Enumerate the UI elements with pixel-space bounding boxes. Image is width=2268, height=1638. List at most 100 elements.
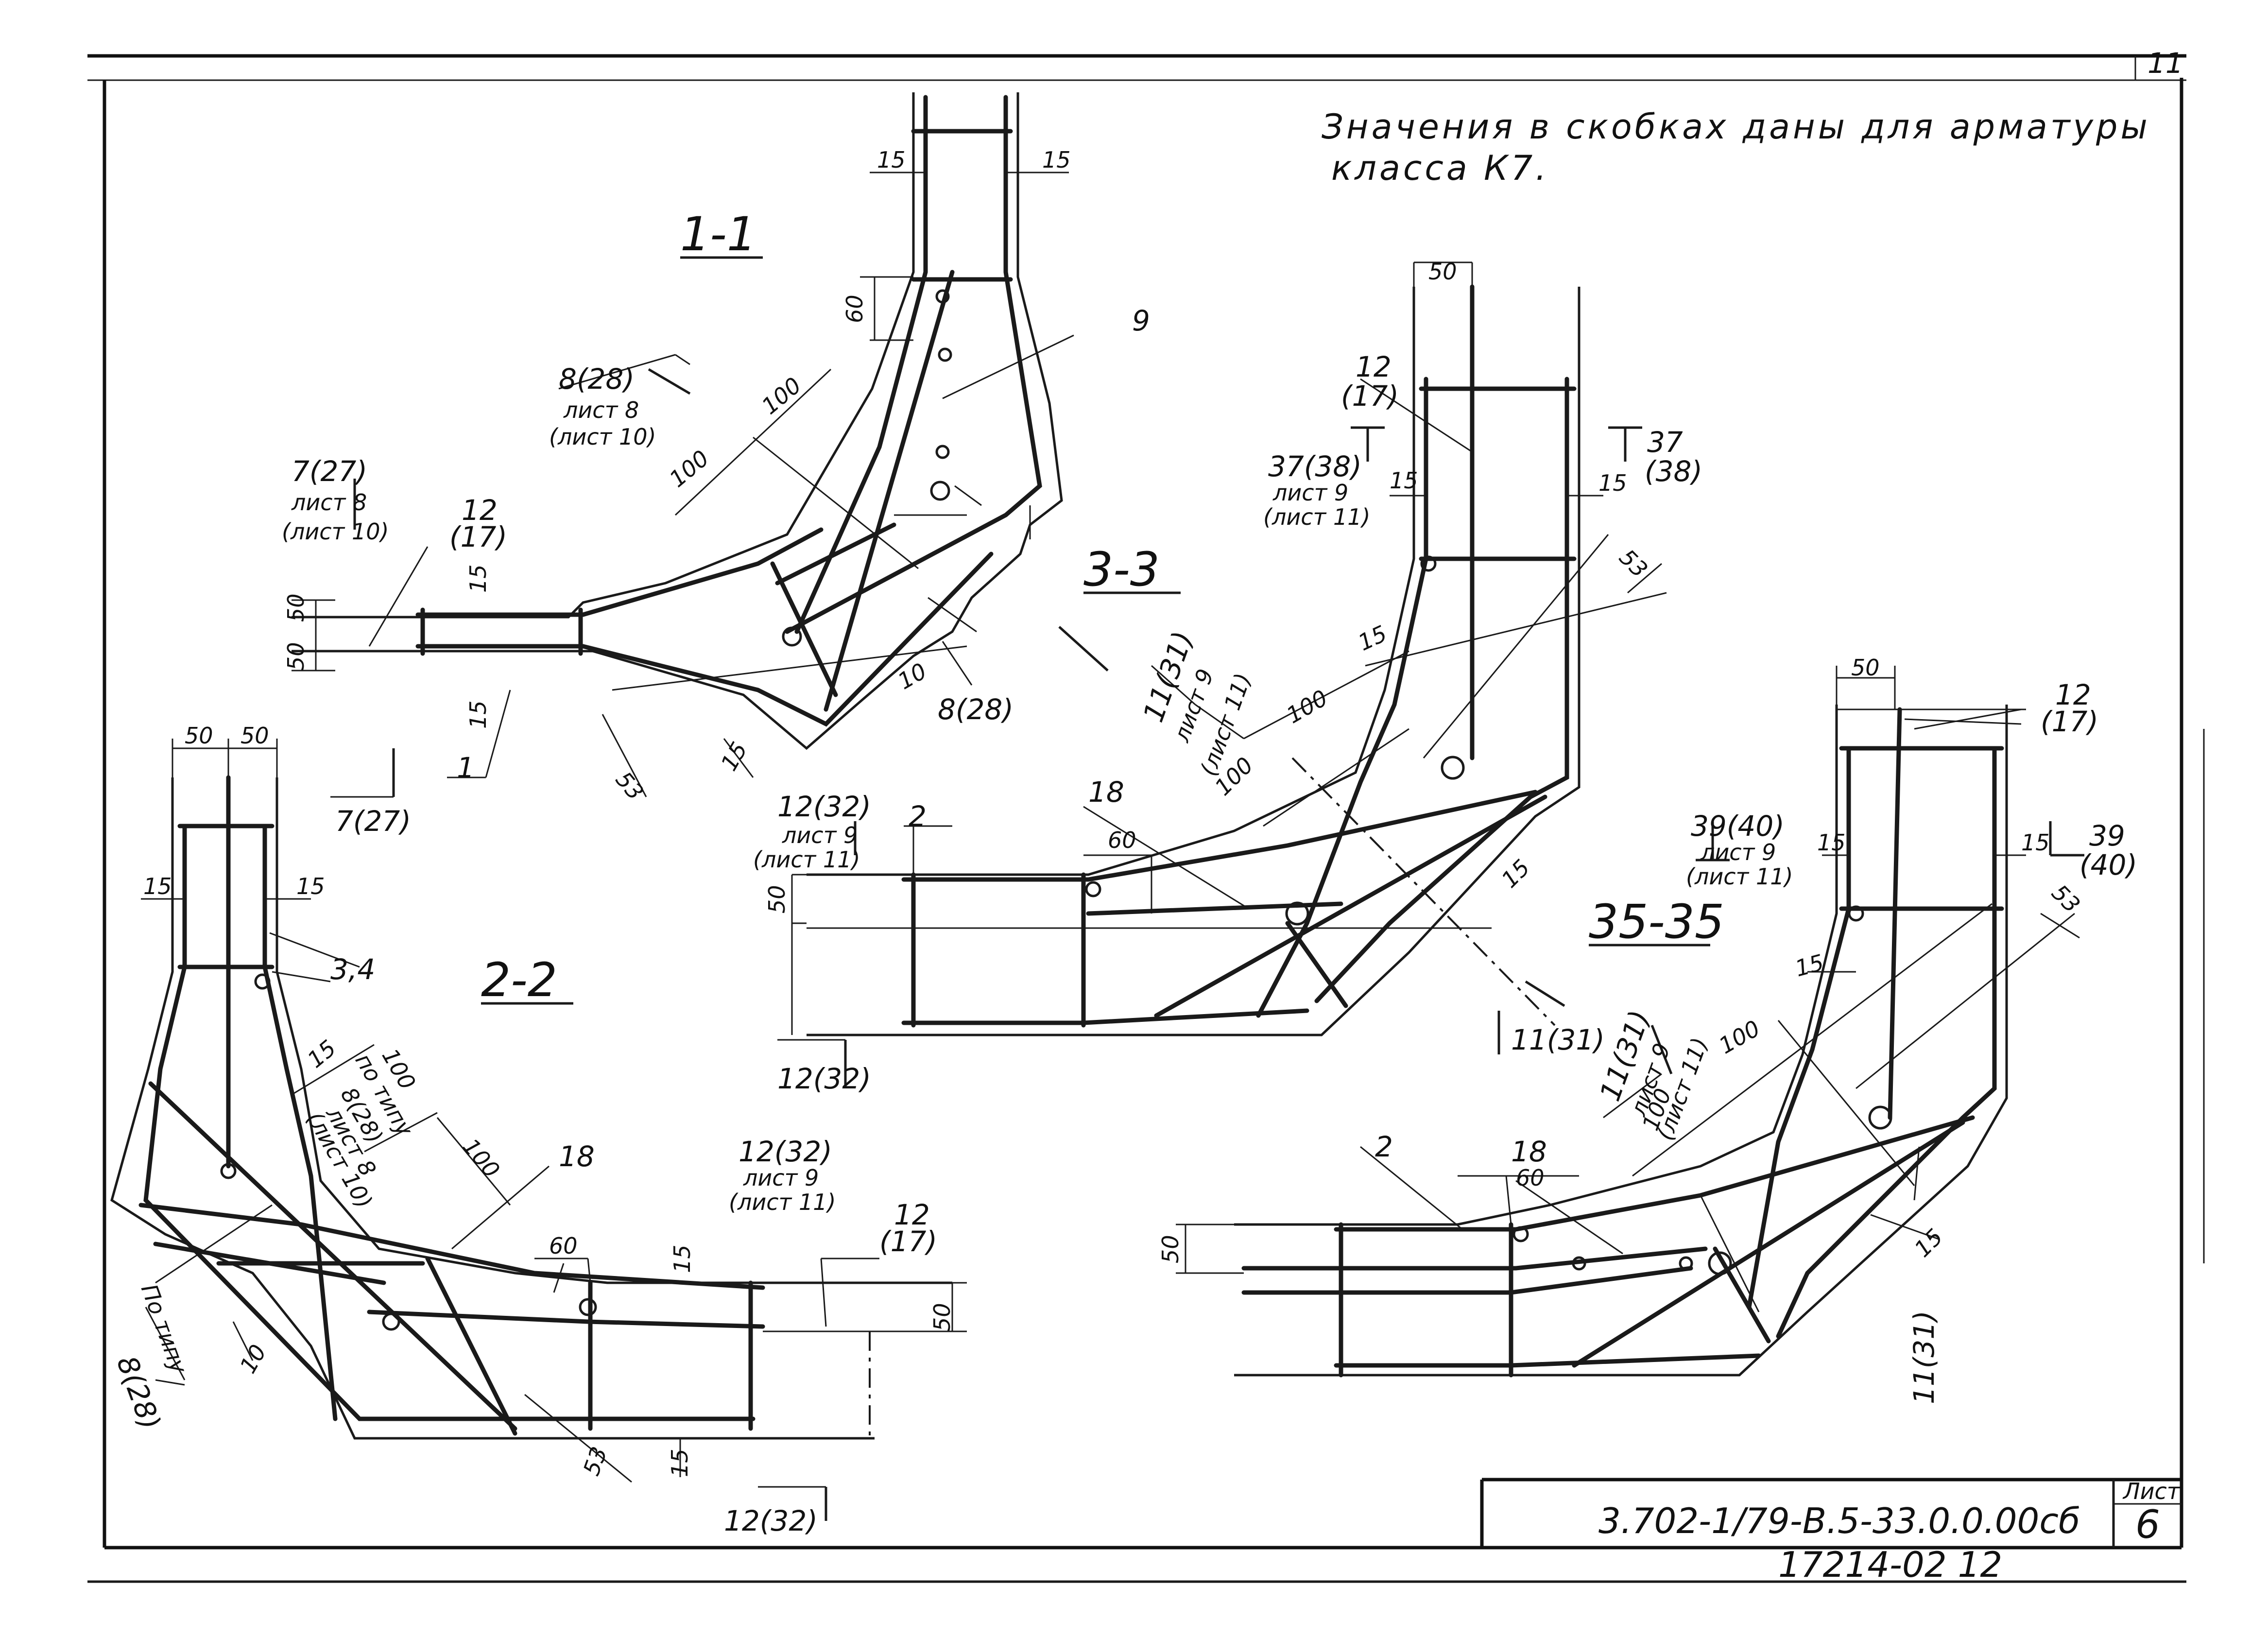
label-1: 1 [457, 751, 475, 784]
dim-15-m: 15 [669, 1244, 695, 1273]
dim-60-d: 60 [1516, 1165, 1545, 1191]
dim-50-a: 50 [283, 593, 309, 622]
dim-15-d: 15 [465, 700, 491, 729]
dim-50-f: 50 [241, 723, 269, 749]
dim-50-b: 50 [283, 642, 309, 671]
dim-50-g: 50 [929, 1303, 955, 1331]
callout-list11-e: (лист 11) [1686, 863, 1793, 890]
callout-17-a: (17) [449, 520, 507, 553]
dim-15-r: 15 [1909, 1224, 1948, 1262]
callout-39: 39 [2089, 819, 2125, 852]
section-title-2-2: 2-2 [481, 953, 557, 1007]
label-9: 9 [1132, 304, 1150, 337]
dim-15-n: 15 [667, 1448, 693, 1477]
dim-50-e: 50 [185, 723, 213, 749]
title-sheet-label: Лист [2122, 1478, 2181, 1504]
dim-15-a: 15 [877, 147, 906, 173]
callout-12-32-a: 12(32) [777, 790, 871, 823]
callout-list10-a: (лист 10) [549, 424, 656, 450]
dim-60-a: 60 [842, 294, 868, 323]
callout-11-31-d: 11(31) [1907, 1310, 1941, 1404]
note-line-1: Значения в скобках даны для арматуры [1322, 107, 2150, 147]
label-2-b: 2 [1375, 1130, 1393, 1163]
dim-15-l: 15 [302, 1035, 341, 1073]
label-18-a: 18 [1088, 776, 1124, 809]
dim-53-c: 53 [578, 1443, 613, 1479]
callout-37-38: 37(38) [1268, 450, 1362, 483]
section-title-1-1: 1-1 [680, 207, 756, 261]
callout-8-28-b: 8(28) [938, 693, 1014, 726]
callout-12-32-b: 12(32) [777, 1062, 871, 1095]
callout-11-31-b: 11(31) [1511, 1023, 1605, 1056]
dim-15-f: 15 [1390, 467, 1418, 494]
section-3-3 [777, 261, 1667, 1088]
dim-53-d: 53 [2046, 879, 2085, 918]
dim-60-c: 60 [549, 1233, 578, 1259]
callout-17-d: (17) [2041, 705, 2098, 738]
label-2-a: 2 [909, 800, 927, 833]
callout-12-a: 12 [462, 494, 498, 527]
callout-list9-a: лист 9 [1272, 480, 1348, 506]
dim-50-h: 50 [1851, 655, 1880, 681]
dim-15-c: 15 [465, 564, 491, 593]
callout-38: (38) [1645, 455, 1702, 488]
callout-12-c: 12 [894, 1198, 930, 1231]
callout-37: 37 [1647, 426, 1683, 459]
label-18-c: 18 [1511, 1135, 1547, 1168]
callout-12-32-c: 12(32) [739, 1135, 832, 1168]
callout-8-28-d: 8(28) [110, 1352, 167, 1434]
dim-15-h: 15 [1354, 620, 1391, 656]
dim-100-c: 100 [1282, 685, 1332, 729]
section-2-2 [110, 739, 967, 1521]
callout-list9-c: лист 9 [782, 822, 858, 848]
dim-15-g: 15 [1598, 470, 1627, 496]
note-line-2: класса К7. [1331, 148, 1549, 188]
callout-40: (40) [2079, 848, 2137, 881]
section-1-1 [292, 92, 1109, 798]
dim-10-a: 10 [893, 657, 931, 694]
callout-12-b: 12 [1356, 350, 1392, 383]
callout-7-27-a: 7(27) [292, 455, 367, 488]
label-3-4: 3,4 [330, 953, 375, 986]
callout-list10-b: (лист 10) [282, 518, 389, 545]
callout-list9-d: лист 9 [743, 1165, 819, 1191]
callout-12-32-d: 12(32) [724, 1504, 818, 1537]
callout-17-b: (17) [1341, 379, 1399, 413]
callout-list11-c: (лист 11) [753, 846, 860, 873]
title-block [1480, 1478, 2182, 1548]
dim-60-b: 60 [1108, 827, 1136, 853]
dim-15-i: 15 [1496, 854, 1535, 893]
dim-15-o: 15 [1817, 829, 1846, 856]
sheet-frame [87, 54, 2205, 1583]
title-sheet-number: 6 [2135, 1502, 2160, 1547]
callout-39-40: 39(40) [1691, 810, 1785, 843]
dim-50-d: 50 [764, 885, 790, 914]
dim-100-f: 100 [458, 1133, 505, 1183]
dim-100-g: 100 [1715, 1015, 1765, 1059]
sheet-page-number: 11 [2148, 47, 2183, 80]
general-note: Значения в скобках даны для арматуры кла… [1322, 107, 2150, 188]
footer-stamp: 17214-02 12 [1778, 1544, 2002, 1585]
dim-15-k: 15 [296, 873, 325, 899]
dim-15-b: 15 [1042, 147, 1071, 173]
callout-12-d: 12 [2055, 678, 2091, 711]
dim-15-p: 15 [2021, 829, 2050, 856]
callout-list9-e: лист 9 [1700, 839, 1776, 865]
dim-10-b: 10 [235, 1340, 272, 1378]
section-title-35-35: 35-35 [1589, 895, 1724, 949]
section-title-3-3: 3-3 [1083, 542, 1160, 597]
callout-list8-b: лист 8 [291, 489, 367, 516]
dim-50-i: 50 [1157, 1235, 1184, 1263]
callout-17-c: (17) [879, 1225, 937, 1258]
dim-100-a: 100 [756, 372, 806, 420]
callout-list8-a: лист 8 [563, 397, 639, 423]
dim-15-j: 15 [143, 873, 172, 899]
dim-50-c: 50 [1428, 259, 1457, 285]
callout-7-27-b: 7(27) [335, 805, 411, 838]
label-18-b: 18 [559, 1140, 595, 1173]
callout-8-28-a: 8(28) [559, 362, 635, 396]
section-35-35 [1176, 666, 2084, 1378]
title-code: 3.702-1/79-В.5-33.0.0.00сб [1598, 1500, 2080, 1541]
callout-list11-a: (лист 11) [1263, 504, 1370, 530]
